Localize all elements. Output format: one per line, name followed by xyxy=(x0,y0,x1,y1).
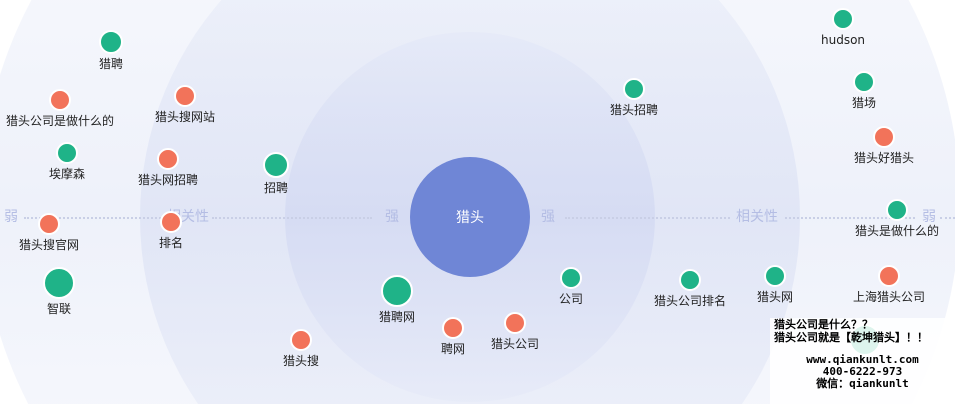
keyword-node[interactable]: 聘网 xyxy=(441,317,465,356)
keyword-dot-icon xyxy=(160,211,182,233)
keyword-node[interactable]: 猎头好猎头 xyxy=(854,126,914,165)
keyword-dot-icon xyxy=(504,312,526,334)
keyword-node[interactable]: 猎场 xyxy=(852,71,876,110)
keyword-dot-icon xyxy=(764,265,786,287)
keyword-node[interactable]: 埃摩森 xyxy=(49,142,85,181)
keyword-label: 猎头公司是做什么的 xyxy=(5,114,115,128)
watermark-line2: 猎头公司就是【乾坤猎头】！！ xyxy=(774,331,928,344)
axis-label-strong-right: 强 xyxy=(541,209,555,225)
keyword-dot-icon xyxy=(853,71,875,93)
axis-line-left-inner xyxy=(212,217,372,219)
keyword-node[interactable]: 猎头搜官网 xyxy=(19,213,79,252)
keyword-node[interactable]: 智联 xyxy=(43,267,75,316)
keyword-node[interactable]: 猎头招聘 xyxy=(610,78,658,117)
keyword-label: 排名 xyxy=(158,236,184,250)
keyword-label: 猎聘网 xyxy=(378,310,416,324)
keyword-node[interactable]: hudson xyxy=(821,8,865,47)
keyword-dot-icon xyxy=(49,89,71,111)
watermark-url: www.qiankunlt.com xyxy=(806,353,919,366)
keyword-label: 猎头好猎头 xyxy=(853,151,915,165)
center-keyword-label: 猎头 xyxy=(456,210,484,226)
keyword-label: hudson xyxy=(820,33,866,47)
keyword-node[interactable]: 猎聘 xyxy=(99,30,123,71)
keyword-dot-icon xyxy=(832,8,854,30)
keyword-label: 猎头网招聘 xyxy=(137,173,199,187)
watermark-phone: 400-6222-973 xyxy=(822,365,903,378)
keyword-label: 埃摩森 xyxy=(48,167,86,181)
axis-line-right-inner xyxy=(565,217,730,219)
keyword-label: 猎头是做什么的 xyxy=(854,224,940,238)
keyword-dot-icon xyxy=(886,199,908,221)
keyword-label: 猎头网 xyxy=(756,290,794,304)
keyword-label: 聘网 xyxy=(440,342,466,356)
keyword-label: 智联 xyxy=(46,302,72,316)
keyword-dot-icon xyxy=(878,265,900,287)
keyword-dot-icon xyxy=(56,142,78,164)
keyword-node[interactable]: 猎头公司是做什么的 xyxy=(6,89,114,128)
keyword-label: 猎头招聘 xyxy=(609,103,659,117)
keyword-dot-icon xyxy=(43,267,75,299)
keyword-node[interactable]: 招聘 xyxy=(263,152,289,195)
keyword-dot-icon xyxy=(381,275,413,307)
keyword-node[interactable]: 猎聘网 xyxy=(379,275,415,324)
keyword-dot-icon xyxy=(679,269,701,291)
axis-line-right-end xyxy=(940,217,955,219)
keyword-label: 猎头搜网站 xyxy=(154,110,216,124)
keyword-label: 猎头搜 xyxy=(282,354,320,368)
keyword-node[interactable]: 排名 xyxy=(159,211,183,250)
keyword-node[interactable]: 猎头公司排名 xyxy=(654,269,726,308)
keyword-dot-icon xyxy=(38,213,60,235)
watermark-wechat: 微信：qiankunlt xyxy=(816,377,909,390)
keyword-node[interactable]: 猎头公司 xyxy=(491,312,539,351)
keyword-dot-icon xyxy=(442,317,464,339)
keyword-label: 猎头公司 xyxy=(490,337,540,351)
keyword-label: 招聘 xyxy=(263,181,289,195)
keyword-dot-icon xyxy=(174,85,196,107)
keyword-node[interactable]: 猎头是做什么的 xyxy=(855,199,939,238)
axis-line-left-outer xyxy=(24,217,164,219)
keyword-label: 猎场 xyxy=(851,96,877,110)
axis-label-weak-right: 弱 xyxy=(922,209,936,225)
keyword-dot-icon xyxy=(560,267,582,289)
keyword-dot-icon xyxy=(263,152,289,178)
keyword-label: 上海猎头公司 xyxy=(852,290,926,304)
keyword-node[interactable]: 猎头网招聘 xyxy=(138,148,198,187)
keyword-node[interactable]: 猎头搜 xyxy=(283,329,319,368)
keyword-label: 猎头公司排名 xyxy=(653,294,727,308)
center-keyword-node[interactable]: 猎头 xyxy=(410,157,530,277)
axis-label-relevance-right: 相关性 xyxy=(736,209,778,225)
keyword-dot-icon xyxy=(623,78,645,100)
keyword-dot-icon xyxy=(873,126,895,148)
keyword-label: 猎聘 xyxy=(98,57,124,71)
keyword-node[interactable]: 猎头网 xyxy=(757,265,793,304)
axis-label-strong-left: 强 xyxy=(385,209,399,225)
watermark-line1: 猎头公司是什么？？ xyxy=(774,318,873,331)
keyword-node[interactable]: 猎头搜网站 xyxy=(155,85,215,124)
keyword-dot-icon xyxy=(157,148,179,170)
keyword-node[interactable]: 上海猎头公司 xyxy=(853,265,925,304)
watermark-overlay: 猎头公司是什么？？ 猎头公司就是【乾坤猎头】！！ www.qiankunlt.c… xyxy=(770,318,955,404)
keyword-label: 猎头搜官网 xyxy=(18,238,80,252)
keyword-dot-icon xyxy=(99,30,123,54)
keyword-label: 公司 xyxy=(558,292,584,306)
keyword-node[interactable]: 公司 xyxy=(559,267,583,306)
axis-label-weak-left: 弱 xyxy=(4,209,18,225)
keyword-dot-icon xyxy=(290,329,312,351)
axis-line-right-outer xyxy=(785,217,915,219)
